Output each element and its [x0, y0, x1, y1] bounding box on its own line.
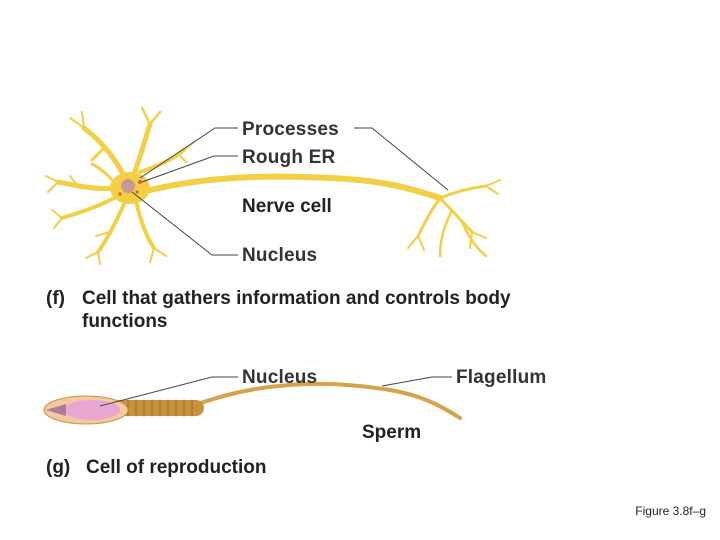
sperm-nucleus [64, 400, 120, 420]
nerve-leader-lines [131, 127, 449, 256]
sperm-illustration [112, 381, 462, 420]
caption-g-letter: (g) [46, 457, 71, 478]
nerve-cell-nucleus [121, 179, 135, 193]
figure-reference: Figure 3.8f–g [635, 504, 706, 518]
label-nerve-nucleus: Nucleus [242, 245, 318, 266]
caption-f-line2: functions [82, 311, 168, 332]
label-rough-er: Rough ER [242, 147, 336, 168]
rough-er-dot [135, 190, 139, 194]
rough-er-dots [138, 180, 142, 184]
caption-f-letter: (f) [46, 288, 65, 309]
label-flagellum: Flagellum [456, 367, 547, 388]
caption-g-text: Cell of reproduction [86, 457, 267, 478]
sperm-leader-lines [99, 376, 452, 407]
sperm-acrosome [46, 404, 66, 416]
label-processes: Processes [242, 119, 339, 140]
rough-er-dot [118, 192, 122, 196]
label-sperm-nucleus: Nucleus [242, 367, 318, 388]
caption-f-line1: Cell that gathers information and contro… [82, 288, 511, 309]
label-nerve-cell: Nerve cell [242, 196, 332, 217]
label-sperm: Sperm [362, 422, 422, 443]
